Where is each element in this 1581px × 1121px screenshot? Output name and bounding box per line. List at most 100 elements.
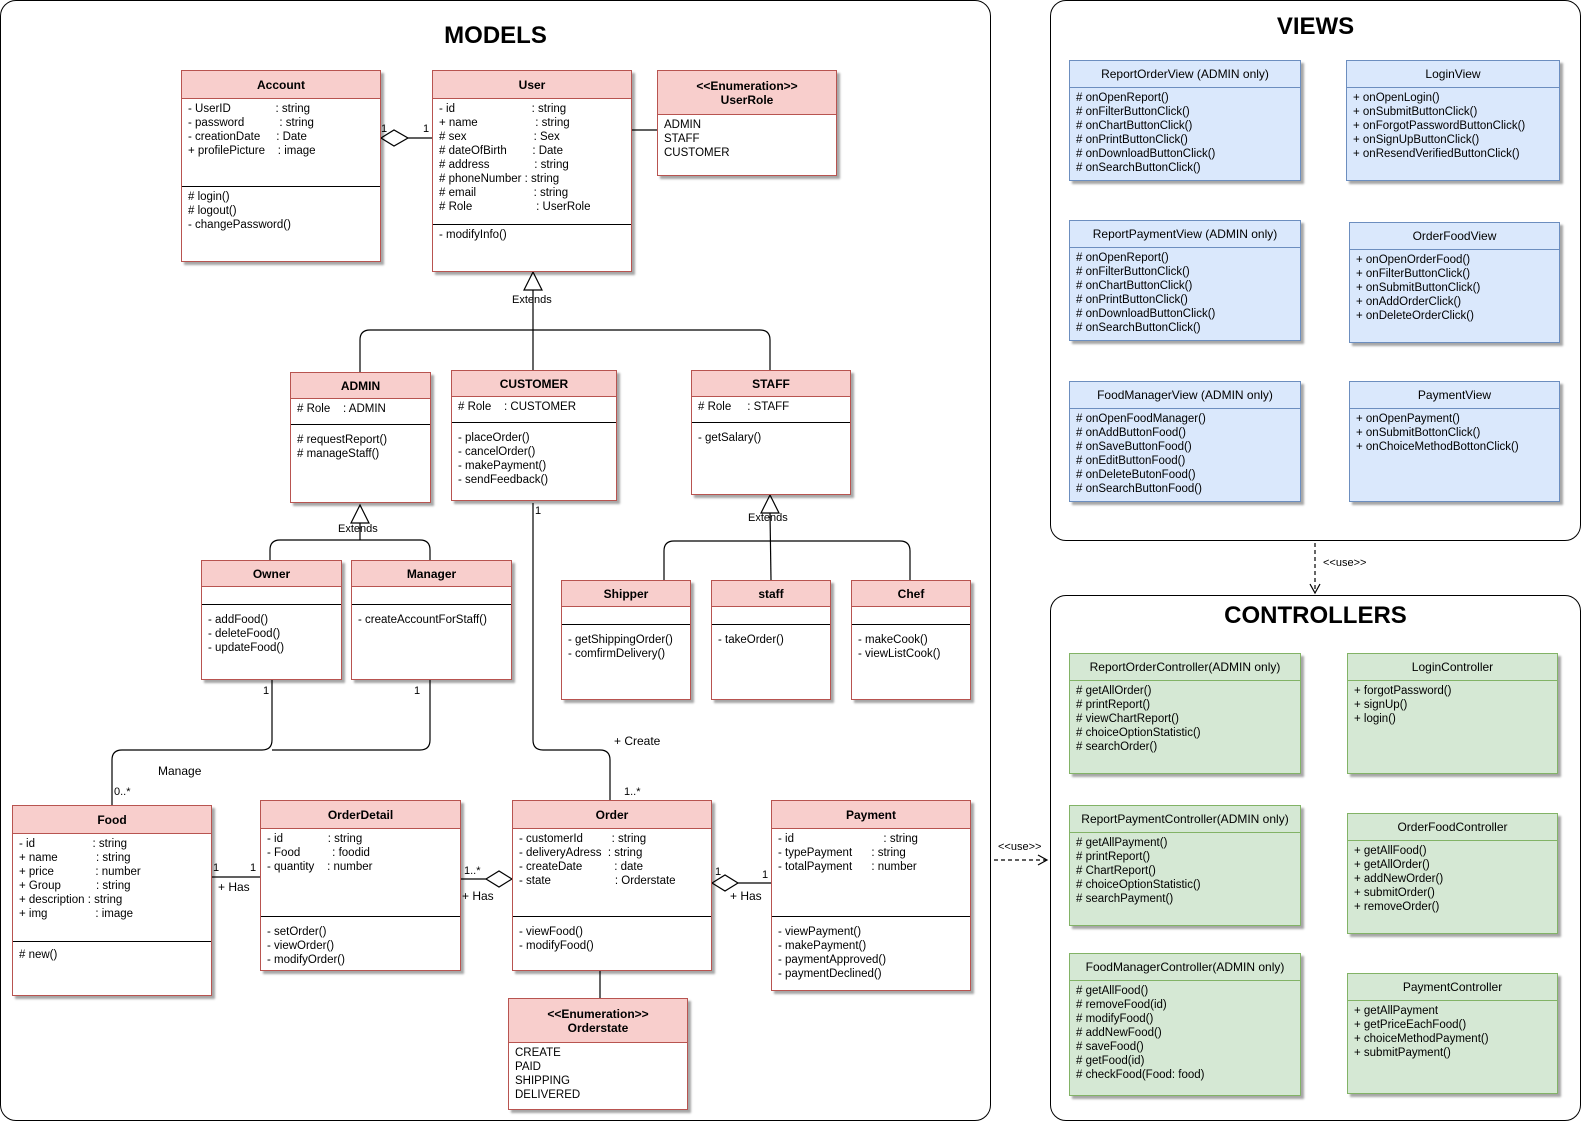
mult-order-pay: 1 <box>715 866 722 878</box>
class-operations: - placeOrder() - cancelOrder() - makePay… <box>458 432 549 486</box>
class-order[interactable]: Order - customerId : string - deliveryAd… <box>512 800 712 971</box>
extends-label-admin: Extends <box>338 523 378 535</box>
class-user[interactable]: User - id : string + name : string # sex… <box>432 70 632 272</box>
view-operations: + onOpenOrderFood() + onFilterButtonClic… <box>1356 254 1481 322</box>
manage-label: Manage <box>158 764 202 778</box>
class-name: Payment <box>772 801 970 829</box>
controller-name: FoodManagerController(ADMIN only) <box>1070 954 1300 981</box>
controller-reportorder[interactable]: ReportOrderController(ADMIN only) # getA… <box>1069 653 1301 774</box>
mult-account: 1 <box>381 123 388 135</box>
controller-login[interactable]: LoginController + forgotPassword() + sig… <box>1347 653 1558 774</box>
class-attributes <box>202 587 341 605</box>
controller-operations: # getAllFood() # removeFood(id) # modify… <box>1076 985 1205 1081</box>
enum-values: CREATE PAID SHIPPING DELIVERED <box>515 1047 581 1101</box>
class-chef[interactable]: Chef - makeCook() - viewListCook() <box>851 580 971 700</box>
view-reportpayment[interactable]: ReportPaymentView (ADMIN only) # onOpenR… <box>1069 220 1301 341</box>
class-attributes: # Role : ADMIN <box>291 399 430 425</box>
view-payment[interactable]: PaymentView + onOpenPayment() + onSubmit… <box>1349 381 1560 502</box>
view-operations: # onOpenReport() # onFilterButtonClick()… <box>1076 252 1216 334</box>
class-orderdetail[interactable]: OrderDetail - id : string - Food : foodi… <box>260 800 461 971</box>
class-owner[interactable]: Owner - addFood() - deleteFood() - updat… <box>201 560 342 680</box>
class-attributes <box>352 587 511 605</box>
class-manager[interactable]: Manager - createAccountForStaff() <box>351 560 512 680</box>
class-name: Food <box>13 806 211 834</box>
controller-name: OrderFoodController <box>1348 814 1557 841</box>
class-name: CUSTOMER <box>452 371 616 397</box>
controller-reportpayment[interactable]: ReportPaymentController(ADMIN only) # ge… <box>1069 805 1301 926</box>
enum-name: Orderstate <box>567 1020 629 1035</box>
view-login[interactable]: LoginView + onOpenLogin() + onSubmitButt… <box>1346 60 1560 181</box>
class-name: Order <box>513 801 711 829</box>
mult-od-food: 1 <box>250 862 257 874</box>
models-title: MODELS <box>444 22 547 49</box>
view-name: OrderFoodView <box>1350 223 1559 250</box>
class-payment[interactable]: Payment - id : string - typePayment : st… <box>771 800 971 991</box>
class-shipper[interactable]: Shipper - getShippingOrder() - comfirmDe… <box>561 580 691 700</box>
class-customer[interactable]: CUSTOMER # Role : CUSTOMER - placeOrder(… <box>451 370 617 501</box>
class-name: Shipper <box>562 581 690 607</box>
class-food[interactable]: Food - id : string + name : string + pri… <box>12 805 212 996</box>
view-name: FoodManagerView (ADMIN only) <box>1070 382 1300 409</box>
view-foodmanager[interactable]: FoodManagerView (ADMIN only) # onOpenFoo… <box>1069 381 1301 502</box>
view-name: LoginView <box>1347 61 1559 88</box>
class-admin[interactable]: ADMIN # Role : ADMIN # requestReport() #… <box>290 372 431 503</box>
class-name: ADMIN <box>291 373 430 399</box>
controllers-title: CONTROLLERS <box>1224 602 1407 629</box>
class-operations: # new() <box>19 949 58 961</box>
controller-foodmanager[interactable]: FoodManagerController(ADMIN only) # getA… <box>1069 953 1301 1096</box>
view-operations: # onOpenReport() # onFilterButtonClick()… <box>1076 92 1216 174</box>
class-name: Account <box>182 71 380 99</box>
view-operations: + onOpenLogin() + onSubmitButtonClick() … <box>1353 92 1526 160</box>
class-operations: - getSalary() <box>698 432 762 444</box>
view-operations: # onOpenFoodManager() # onAddButtonFood(… <box>1076 413 1206 495</box>
class-account[interactable]: Account - UserID : string - password : s… <box>181 70 381 262</box>
class-operations: - viewPayment() - makePayment() - paymen… <box>778 926 887 980</box>
controller-payment[interactable]: PaymentController + getAllPayment + getP… <box>1347 973 1558 1094</box>
view-reportorder[interactable]: ReportOrderView (ADMIN only) # onOpenRep… <box>1069 60 1301 181</box>
enum-stereotype: <<Enumeration>> <box>696 78 798 93</box>
class-name: Manager <box>352 561 511 587</box>
mult-order-create: 1..* <box>624 786 641 798</box>
use-label-models: <<use>> <box>998 841 1042 853</box>
class-name: Owner <box>202 561 341 587</box>
class-staff-member[interactable]: staff - takeOrder() <box>711 580 831 700</box>
class-operations: - setOrder() - viewOrder() - modifyOrder… <box>267 926 345 966</box>
has-label-2: + Has <box>462 889 494 903</box>
mult-user: 1 <box>423 123 430 135</box>
class-attributes: - id : string - typePayment : string - t… <box>772 829 970 917</box>
class-attributes: - UserID : string - password : string - … <box>182 99 380 187</box>
class-staff[interactable]: STAFF # Role : STAFF - getSalary() <box>691 370 851 495</box>
controller-operations: + getAllFood() + getAllOrder() + addNewO… <box>1354 845 1444 913</box>
class-attributes: - id : string + name : string + price : … <box>13 834 211 942</box>
mult-food-has: 1 <box>213 862 220 874</box>
class-attributes: - id : string - Food : foodid - quantity… <box>261 829 460 917</box>
extends-label-user: Extends <box>512 294 552 306</box>
view-name: PaymentView <box>1350 382 1559 409</box>
enum-values: ADMIN STAFF CUSTOMER <box>664 119 730 159</box>
class-name: OrderDetail <box>261 801 460 829</box>
create-label: + Create <box>614 734 661 748</box>
mult-manager: 1 <box>414 685 421 697</box>
extends-label-staff: Extends <box>748 512 788 524</box>
view-name: ReportPaymentView (ADMIN only) <box>1070 221 1300 248</box>
controller-orderfood[interactable]: OrderFoodController + getAllFood() + get… <box>1347 813 1558 934</box>
class-attributes: - customerId : string - deliveryAdress :… <box>513 829 711 917</box>
view-operations: + onOpenPayment() + onSubmitBottonClick(… <box>1356 413 1519 453</box>
controller-name: ReportPaymentController(ADMIN only) <box>1070 806 1300 833</box>
mult-owner: 1 <box>263 685 270 697</box>
enum-orderstate[interactable]: <<Enumeration>> Orderstate CREATE PAID S… <box>508 998 688 1110</box>
class-attributes: # Role : CUSTOMER <box>452 397 616 423</box>
enum-header: <<Enumeration>> UserRole <box>658 71 836 115</box>
enum-userrole[interactable]: <<Enumeration>> UserRole ADMIN STAFF CUS… <box>657 70 837 176</box>
class-operations: - viewFood() - modifyFood() <box>519 926 594 952</box>
view-orderfood[interactable]: OrderFoodView + onOpenOrderFood() + onFi… <box>1349 222 1560 343</box>
view-name: ReportOrderView (ADMIN only) <box>1070 61 1300 88</box>
controller-operations: # getAllPayment() # printReport() # Char… <box>1076 837 1201 905</box>
mult-customer: 1 <box>535 505 542 517</box>
controller-name: LoginController <box>1348 654 1557 681</box>
class-operations: - takeOrder() <box>718 634 784 646</box>
controller-operations: + forgotPassword() + signUp() + login() <box>1354 685 1452 725</box>
class-operations: # requestReport() # manageStaff() <box>297 434 388 460</box>
has-label-3: + Has <box>730 889 762 903</box>
has-label-1: + Has <box>218 880 250 894</box>
